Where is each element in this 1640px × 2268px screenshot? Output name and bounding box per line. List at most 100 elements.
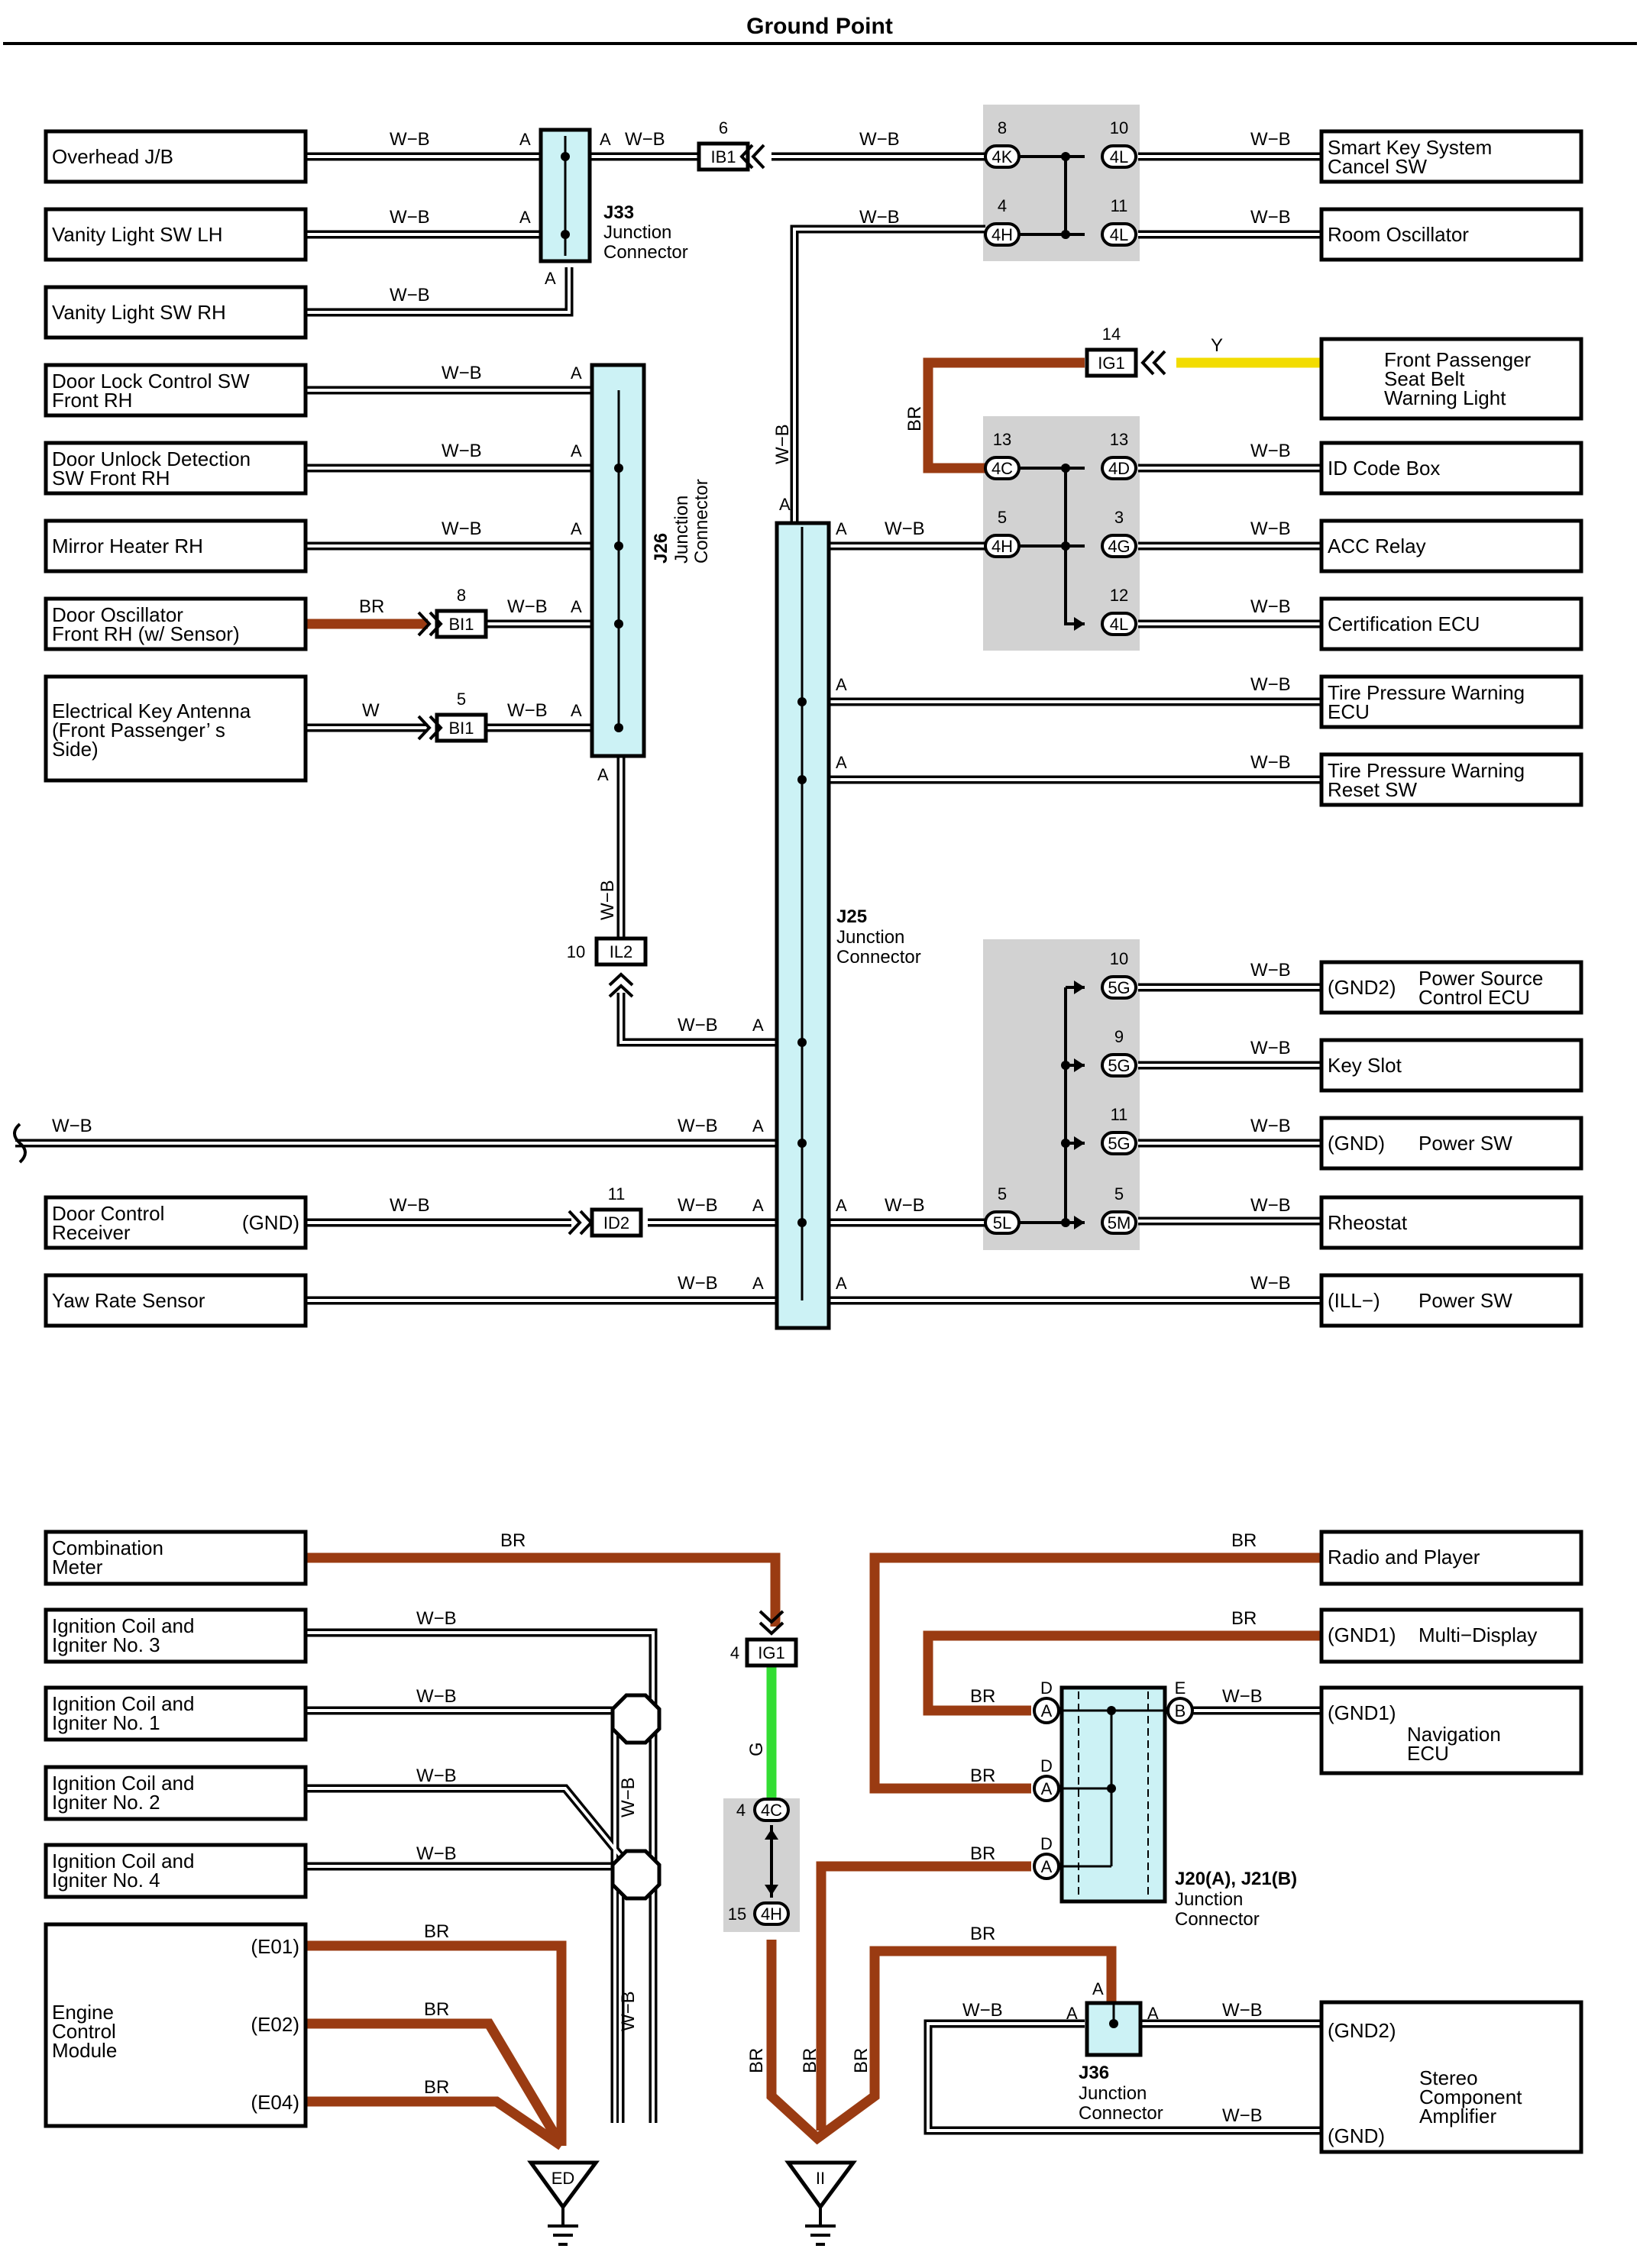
label-wire-codes-wb: W−B [442, 441, 482, 461]
polygon-shape [765, 1885, 778, 1895]
label-components-room-osc: Room Oscillator [1328, 223, 1469, 246]
wire-labels: W−B W−B W−B W−B W−B W−B W−B W−B W−B W−B … [52, 129, 1291, 2126]
label-components-smart-key-1: Smart Key System [1328, 136, 1492, 159]
label-ovals-o5g-b: 5G [1108, 1056, 1130, 1075]
label-components-psw1: Power SW [1418, 1132, 1512, 1155]
label-ovals-o4l-c-n: 12 [1110, 586, 1128, 605]
label-ovals-o4h-b: 4H [991, 537, 1013, 556]
label-components-smart-key-2: Cancel SW [1328, 155, 1427, 178]
label-wire-codes-br: BR [1231, 1530, 1257, 1551]
circle-shape [1033, 1697, 1060, 1724]
label-wire-codes-wb: W−B [625, 129, 665, 150]
label-components-ign4-2: Igniter No. 4 [52, 1869, 160, 1892]
label-components-combo-1: Combination [52, 1536, 163, 1559]
label-pins-b: B [1175, 1701, 1186, 1720]
path-shape [306, 267, 574, 317]
label-components-tire-reset-1: Tire Pressure Warning [1328, 759, 1525, 782]
label-components-amp-3: Amplifier [1419, 2105, 1496, 2127]
label-wire-codes-wb: W−B [390, 285, 430, 305]
label-components-id-code: ID Code Box [1328, 457, 1440, 480]
label-wire-codes-wb: W−B [1250, 752, 1291, 773]
circle-shape [1061, 464, 1070, 473]
circle-shape [797, 1139, 807, 1148]
j20-pins: A D A D A D B E [1033, 1678, 1194, 1880]
rect-shape [1101, 1053, 1137, 1077]
oval-4g-3: 4G3 [1101, 508, 1137, 558]
label-ovals-o5m-n: 5 [1114, 1184, 1124, 1203]
label-pins-a: A [571, 701, 582, 720]
label-ovals-o4c-b-n: 4 [736, 1801, 746, 1820]
rect-shape [753, 1798, 790, 1822]
label-components-amp-gnd2: (GND2) [1328, 2019, 1396, 2042]
label-wire-codes-wb: W−B [52, 1116, 92, 1136]
path-shape [608, 972, 634, 998]
wire-break [13, 1123, 27, 1164]
label-grounds-ed: ED [552, 2169, 575, 2188]
label-ovals-o5l-n: 5 [998, 1184, 1007, 1203]
label-pins-d: D [1040, 1756, 1053, 1775]
label-components-seat-belt-3: Warning Light [1384, 386, 1506, 409]
pin-a-labels: A A A A A A A A A A A A A A A A A A A A … [519, 130, 1159, 2023]
polygon-shape [1074, 1216, 1085, 1229]
connector-il2 [594, 936, 648, 967]
path-shape [766, 1940, 1117, 2145]
path-shape [869, 1552, 1321, 1794]
polygon-shape [610, 1849, 661, 1901]
label-components-ign2-2: Igniter No. 2 [52, 1791, 160, 1814]
polygon-shape [610, 1693, 661, 1745]
label-wire-codes-wb: W−B [885, 1195, 925, 1216]
path-shape [306, 1709, 616, 2123]
oval-4k: 4K8 [984, 118, 1021, 169]
path-shape [759, 1610, 784, 1636]
rect-shape [1101, 144, 1137, 169]
circle-shape [797, 775, 807, 784]
rect-shape [984, 144, 1021, 169]
label-components-psw2: Power SW [1418, 1289, 1512, 1312]
path-shape [619, 993, 779, 1044]
label-wire-codes-wb: W−B [678, 1273, 718, 1294]
path-shape [306, 1706, 619, 2123]
label-wire-codes-wb: W−B [1250, 519, 1291, 539]
circle-shape [1061, 1218, 1070, 1227]
label-wire-codes-br: BR [904, 406, 925, 431]
circle-shape [797, 697, 807, 706]
label-pins-a: A [597, 765, 609, 784]
label-wire-codes-br: BR [851, 2048, 872, 2073]
comp-vanity-rh [44, 285, 308, 340]
comp-tire-pressure-reset [1319, 752, 1583, 807]
label-wire-codes-wb: W−B [1250, 1195, 1291, 1216]
circle-shape [1061, 152, 1070, 161]
comp-igniter-1 [44, 1685, 308, 1742]
label-components-seat-belt-2: Seat Belt [1384, 367, 1465, 390]
label-components-nav-pin: (GND1) [1328, 1701, 1396, 1724]
label-components-ecm-2: Control [52, 2020, 116, 2043]
comp-rheostat [1319, 1195, 1583, 1250]
path-shape [793, 228, 985, 527]
circle-shape [561, 152, 570, 161]
label-wire-codes-wb: W−B [390, 129, 430, 150]
comp-radio-player [1319, 1530, 1583, 1586]
j36-id: J36 [1079, 2063, 1109, 2083]
br-wires [306, 357, 1321, 2150]
circle-shape [1061, 541, 1070, 551]
label-components-amp-2: Component [1419, 2085, 1522, 2108]
label-pins-a: A [836, 675, 847, 694]
path-shape [927, 2022, 1321, 2132]
comp-seat-belt-light [1319, 337, 1583, 421]
label-connectors-ig1a-pin: 14 [1102, 325, 1121, 344]
label-components-door-osc-2: Front RH (w/ Sensor) [52, 622, 240, 645]
label-wire-codes-wb: W−B [416, 1686, 457, 1707]
rect-shape [984, 222, 1021, 247]
path-shape [306, 267, 571, 314]
left-components: Overhead J/B Vanity Light SW LH Vanity L… [44, 129, 308, 2128]
label-pins-a: A [836, 519, 847, 538]
label-ovals-o4l-a: 4L [1110, 147, 1128, 166]
inline-connectors: IB1 6 BI1 8 BI1 5 IL2 10 ID2 11 IG1 14 I… [417, 118, 1166, 1668]
label-ovals-o4l-c: 4L [1110, 615, 1128, 634]
label-wire-codes-wb: W−B [962, 2000, 1003, 2021]
label-wire-codes-br: BR [424, 1921, 449, 1942]
